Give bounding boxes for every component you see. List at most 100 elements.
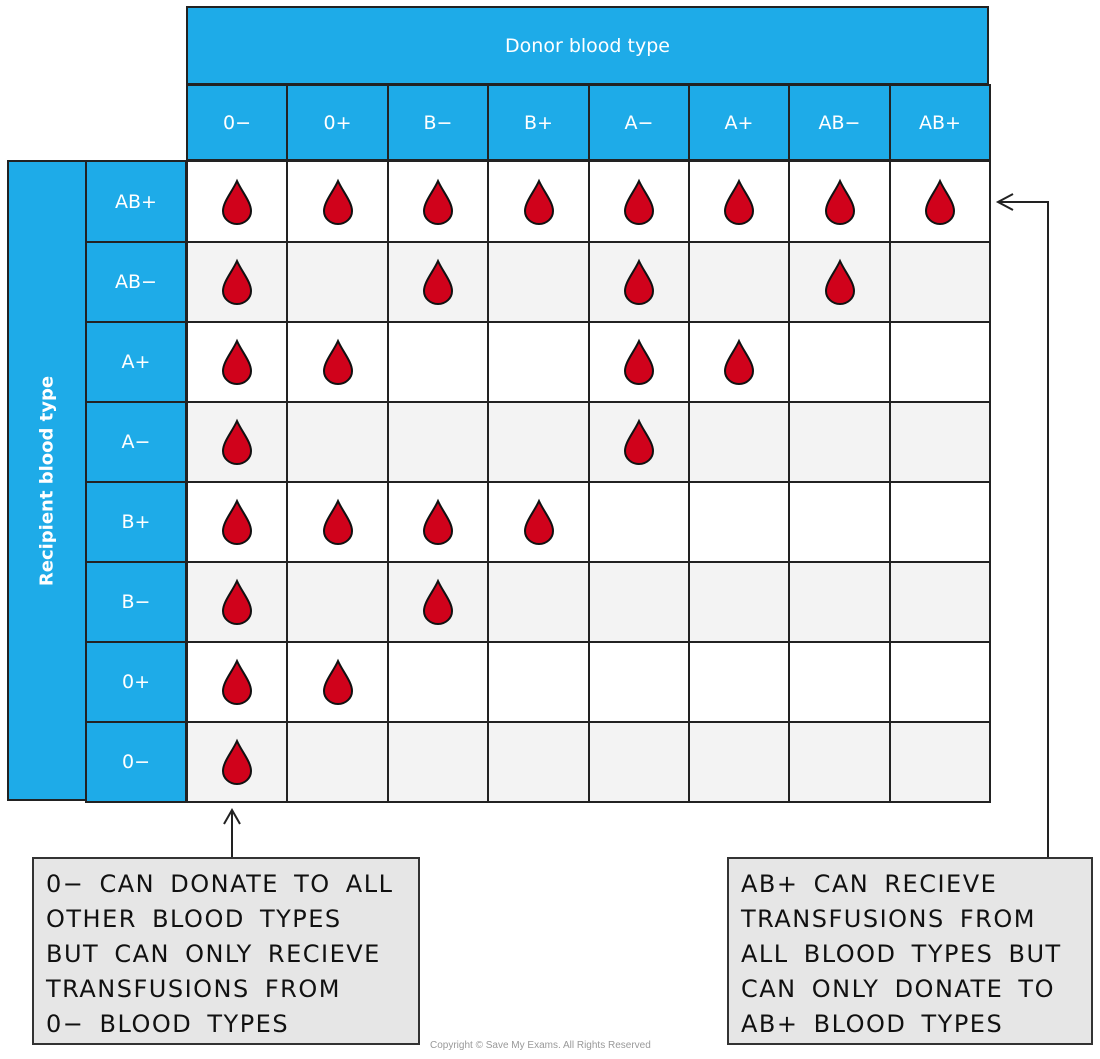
compatibility-cell	[688, 561, 790, 643]
note-left-line: 0− BLOOD TYPES	[46, 1010, 290, 1038]
blood-drop-icon	[523, 498, 554, 545]
donor-type-header: A+	[688, 84, 790, 161]
up-arrow-icon	[223, 807, 241, 857]
compatibility-cell	[387, 160, 489, 243]
note-left: 0− CAN DONATE TO ALL OTHER BLOOD TYPES B…	[32, 857, 420, 1045]
note-left-line: BUT CAN ONLY RECIEVE	[46, 940, 381, 968]
donor-type-header: AB+	[889, 84, 991, 161]
blood-drop-icon	[422, 498, 454, 545]
compatibility-cell	[889, 561, 991, 643]
note-right: AB+ CAN RECIEVE TRANSFUSIONS FROM ALL BL…	[727, 857, 1093, 1045]
compatibility-cell	[286, 401, 389, 483]
blood-drop-icon	[623, 418, 655, 465]
blood-drop-icon	[221, 498, 253, 545]
compatibility-cell	[186, 721, 288, 803]
note-right-line: CAN ONLY DONATE TO	[741, 975, 1055, 1003]
compatibility-cell	[286, 481, 389, 563]
blood-drop-icon	[824, 178, 855, 225]
compatibility-cell	[588, 561, 690, 643]
compatibility-cell	[688, 481, 790, 563]
compatibility-cell	[788, 721, 891, 803]
donor-type-header: AB−	[788, 84, 891, 161]
recipient-type-header: AB+	[85, 160, 187, 243]
recipient-type-header: AB−	[85, 241, 187, 323]
blood-drop-icon	[221, 658, 253, 705]
compatibility-cell	[688, 721, 790, 803]
compatibility-cell	[186, 401, 288, 483]
blood-drop-icon	[221, 418, 253, 465]
compatibility-cell	[186, 561, 288, 643]
note-left-line: OTHER BLOOD TYPES	[46, 905, 342, 933]
compatibility-cell	[688, 641, 790, 723]
compatibility-cell	[487, 401, 590, 483]
compatibility-cell	[588, 160, 690, 243]
recipient-type-header: B−	[85, 561, 187, 643]
blood-drop-icon	[322, 178, 353, 225]
recipient-header: Recipient blood type	[7, 160, 87, 801]
compatibility-cell	[487, 321, 590, 403]
compatibility-cell	[788, 481, 891, 563]
compatibility-cell	[186, 321, 288, 403]
compatibility-cell	[186, 641, 288, 723]
compatibility-cell	[487, 721, 590, 803]
note-left-line: 0− CAN DONATE TO ALL	[46, 870, 394, 898]
compatibility-cell	[387, 241, 489, 323]
note-right-line: AB+ CAN RECIEVE	[741, 870, 998, 898]
left-arrow-icon	[995, 193, 1049, 857]
blood-drop-icon	[221, 338, 253, 385]
blood-drop-icon	[824, 258, 855, 305]
compatibility-cell	[588, 321, 690, 403]
donor-header-label: Donor blood type	[505, 34, 670, 57]
note-right-line: AB+ BLOOD TYPES	[741, 1010, 1004, 1038]
donor-type-header: B+	[487, 84, 590, 161]
compatibility-cell	[487, 160, 590, 243]
compatibility-cell	[186, 241, 288, 323]
donor-type-header: B−	[387, 84, 489, 161]
blood-drop-icon	[221, 258, 253, 305]
compatibility-cell	[286, 561, 389, 643]
compatibility-cell	[889, 721, 991, 803]
compatibility-cell	[186, 160, 288, 243]
compatibility-cell	[387, 561, 489, 643]
compatibility-cell	[588, 241, 690, 323]
recipient-type-header: B+	[85, 481, 187, 563]
compatibility-cell	[688, 321, 790, 403]
compatibility-cell	[889, 321, 991, 403]
compatibility-cell	[889, 481, 991, 563]
recipient-type-header: A+	[85, 321, 187, 403]
note-right-line: TRANSFUSIONS FROM	[741, 905, 1036, 933]
blood-drop-icon	[221, 738, 253, 785]
recipient-type-header: 0+	[85, 641, 187, 723]
blood-drop-icon	[322, 338, 353, 385]
compatibility-cell	[387, 721, 489, 803]
compatibility-cell	[588, 641, 690, 723]
blood-drop-icon	[422, 578, 454, 625]
recipient-type-header: 0−	[85, 721, 187, 803]
blood-drop-icon	[723, 338, 755, 385]
blood-drop-icon	[221, 578, 253, 625]
compatibility-cell	[788, 241, 891, 323]
compatibility-cell	[588, 401, 690, 483]
compatibility-cell	[788, 321, 891, 403]
blood-drop-icon	[422, 258, 454, 305]
compatibility-cell	[588, 481, 690, 563]
blood-drop-icon	[924, 178, 956, 225]
blood-drop-icon	[623, 178, 655, 225]
compatibility-cell	[889, 160, 991, 243]
compatibility-cell	[387, 481, 489, 563]
compatibility-cell	[286, 321, 389, 403]
note-left-line: TRANSFUSIONS FROM	[46, 975, 341, 1003]
compatibility-cell	[788, 401, 891, 483]
compatibility-cell	[889, 401, 991, 483]
blood-drop-icon	[623, 258, 655, 305]
compatibility-cell	[688, 160, 790, 243]
blood-drop-icon	[422, 178, 454, 225]
blood-drop-icon	[322, 658, 353, 705]
blood-drop-icon	[322, 498, 353, 545]
compatibility-cell	[487, 641, 590, 723]
compatibility-cell	[487, 481, 590, 563]
donor-type-header: A−	[588, 84, 690, 161]
blood-drop-icon	[523, 178, 554, 225]
compatibility-cell	[588, 721, 690, 803]
recipient-header-label: Recipient blood type	[36, 375, 58, 586]
